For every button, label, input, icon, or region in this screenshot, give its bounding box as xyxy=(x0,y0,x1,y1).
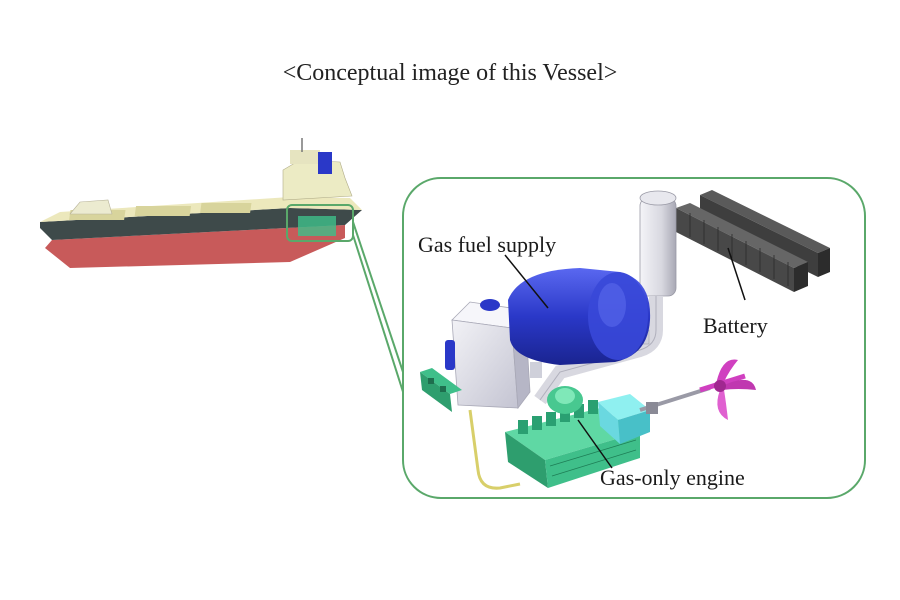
battery-icon xyxy=(676,190,830,292)
diagram-title: <Conceptual image of this Vessel> xyxy=(282,60,618,86)
propeller-icon xyxy=(639,359,756,420)
label-gas-only-engine: Gas-only engine xyxy=(600,465,745,490)
ship-icon xyxy=(40,138,362,268)
label-battery: Battery xyxy=(703,313,768,338)
gas-pipe xyxy=(468,409,521,490)
gas-only-engine-leader-line xyxy=(577,419,613,469)
control-panel-icon xyxy=(420,368,462,412)
fuel-tank-icon xyxy=(445,268,651,410)
engine-icon xyxy=(505,386,650,488)
exhaust-funnel-icon xyxy=(534,190,677,405)
label-gas-fuel-supply: Gas fuel supply xyxy=(418,232,557,257)
battery-leader-line xyxy=(727,247,746,301)
gas-fuel-supply-leader-line xyxy=(504,254,549,309)
